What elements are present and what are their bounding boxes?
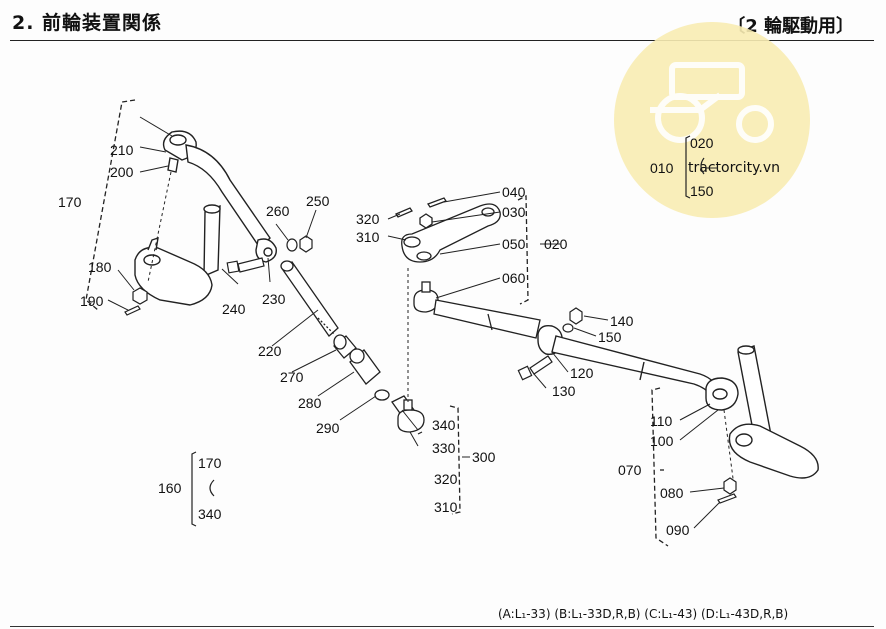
label-300: 300 [472,449,496,465]
label-040: 040 [502,184,526,200]
label-190: 190 [80,293,104,309]
model-legend: (A:L₁-33) (B:L₁-33D,R,B) (C:L₁-43) (D:L₁… [498,607,789,621]
watermark-text: tractorcity.vn [688,160,780,176]
label-280: 280 [298,395,322,411]
label-110: 110 [650,413,673,429]
label-270: 270 [280,369,304,385]
label-080: 080 [660,485,684,501]
label-310: 310 [356,229,380,245]
footer-rule [10,626,874,627]
label-180: 180 [88,259,112,275]
label-340b: 340 [198,506,222,522]
label-240: 240 [222,301,246,317]
label-090: 090 [666,522,690,538]
label-100: 100 [650,433,674,449]
page-subtitle: 〔2 輪駆動用〕 [727,16,854,37]
label-200: 200 [110,164,134,180]
label-230: 230 [262,291,286,307]
label-070: 070 [618,462,642,478]
label-120: 120 [570,365,594,381]
label-150: 150 [598,329,622,345]
label-320b: 320 [434,471,458,487]
header-rule [10,40,874,41]
label-020b: 020 [544,236,568,252]
label-170b: 170 [198,455,222,471]
label-150b: 150 [690,183,714,199]
label-220: 220 [258,343,282,359]
label-340: 340 [432,417,456,433]
label-020: 020 [690,135,714,151]
label-130: 130 [552,383,576,399]
label-260: 260 [266,203,290,219]
label-250: 250 [306,193,330,209]
label-170: 170 [58,194,82,210]
label-060: 060 [502,270,526,286]
label-330: 330 [432,440,456,456]
label-310b: 310 [434,499,458,515]
label-140: 140 [610,313,634,329]
page-title: 2. 前輪装置関係 [12,12,163,34]
label-030: 030 [502,204,526,220]
label-290: 290 [316,420,340,436]
label-210: 210 [110,142,134,158]
label-010: 010 [650,160,674,176]
watermark-logo: tractorcity.vn [614,22,810,218]
label-050: 050 [502,236,526,252]
label-160: 160 [158,480,182,496]
label-320: 320 [356,211,380,227]
